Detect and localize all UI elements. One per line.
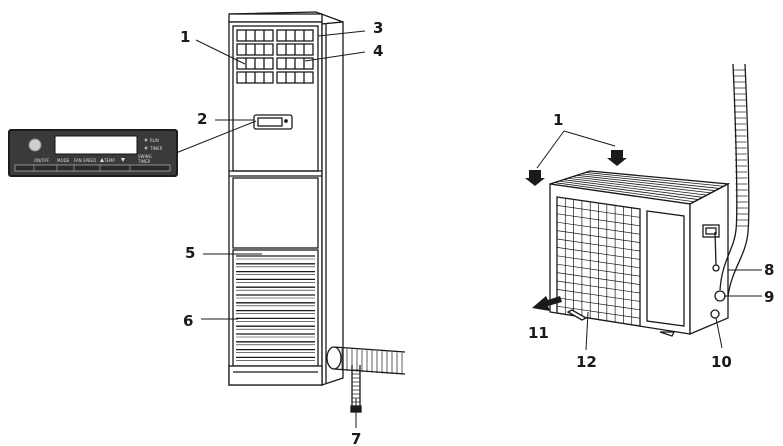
top-slat (563, 179, 703, 198)
callout-11: 11 (528, 324, 549, 342)
btn-onoff-label: ON/OFF (34, 158, 50, 163)
indicator-timer: TIMER (149, 146, 163, 151)
arrow-down-icon (525, 170, 545, 186)
top-slat (558, 180, 699, 200)
indoor-unit (228, 11, 406, 413)
air-inlet-grille (236, 255, 315, 361)
top-slat (581, 173, 720, 189)
outdoor-unit (549, 63, 750, 337)
btn-fanspeed-label: FAN SPEED (74, 158, 96, 163)
sensor-icon (28, 138, 42, 152)
temp-up-icon (100, 158, 104, 162)
callout-outdoor-1: 1 (553, 111, 563, 129)
arrow-down-icon (607, 150, 627, 166)
airflow-arrows (525, 150, 627, 311)
panel-lcd (54, 135, 138, 155)
btn-timer-label: TIMER (137, 159, 151, 164)
arrow-outflow-icon (532, 296, 562, 311)
top-slat (585, 172, 724, 187)
indoor-callouts (195, 30, 366, 428)
btn-swing-label: SWING (138, 154, 152, 159)
callout-12: 12 (576, 353, 597, 371)
callout-9: 9 (764, 288, 774, 306)
callout-1: 1 (180, 28, 190, 46)
air-outlet-louvres (236, 29, 314, 84)
callout-8: 8 (764, 261, 774, 279)
top-slat (572, 176, 712, 194)
callout-10: 10 (711, 353, 732, 371)
top-slat (576, 174, 716, 192)
control-panel-inset: RUN TIMER ON/OFF MODE FAN SPEED TEMP SWI… (8, 129, 178, 177)
run-led-icon (144, 138, 148, 142)
temp-down-icon (121, 158, 125, 162)
btn-temp-label: TEMP (103, 158, 115, 163)
callout-3: 3 (373, 19, 383, 37)
callout-5: 5 (185, 244, 195, 262)
fan-grille (556, 198, 641, 325)
callout-2: 2 (197, 110, 207, 128)
callout-4: 4 (373, 42, 383, 60)
callout-7: 7 (351, 430, 361, 446)
indicator-run: RUN (150, 138, 159, 143)
refrigerant-pipe (326, 346, 406, 413)
callout-6: 6 (183, 312, 193, 330)
top-slat (554, 182, 695, 203)
top-slat (567, 177, 707, 196)
timer-led-icon (144, 146, 148, 150)
btn-mode-label: MODE (57, 158, 70, 163)
outdoor-callouts (536, 130, 762, 351)
